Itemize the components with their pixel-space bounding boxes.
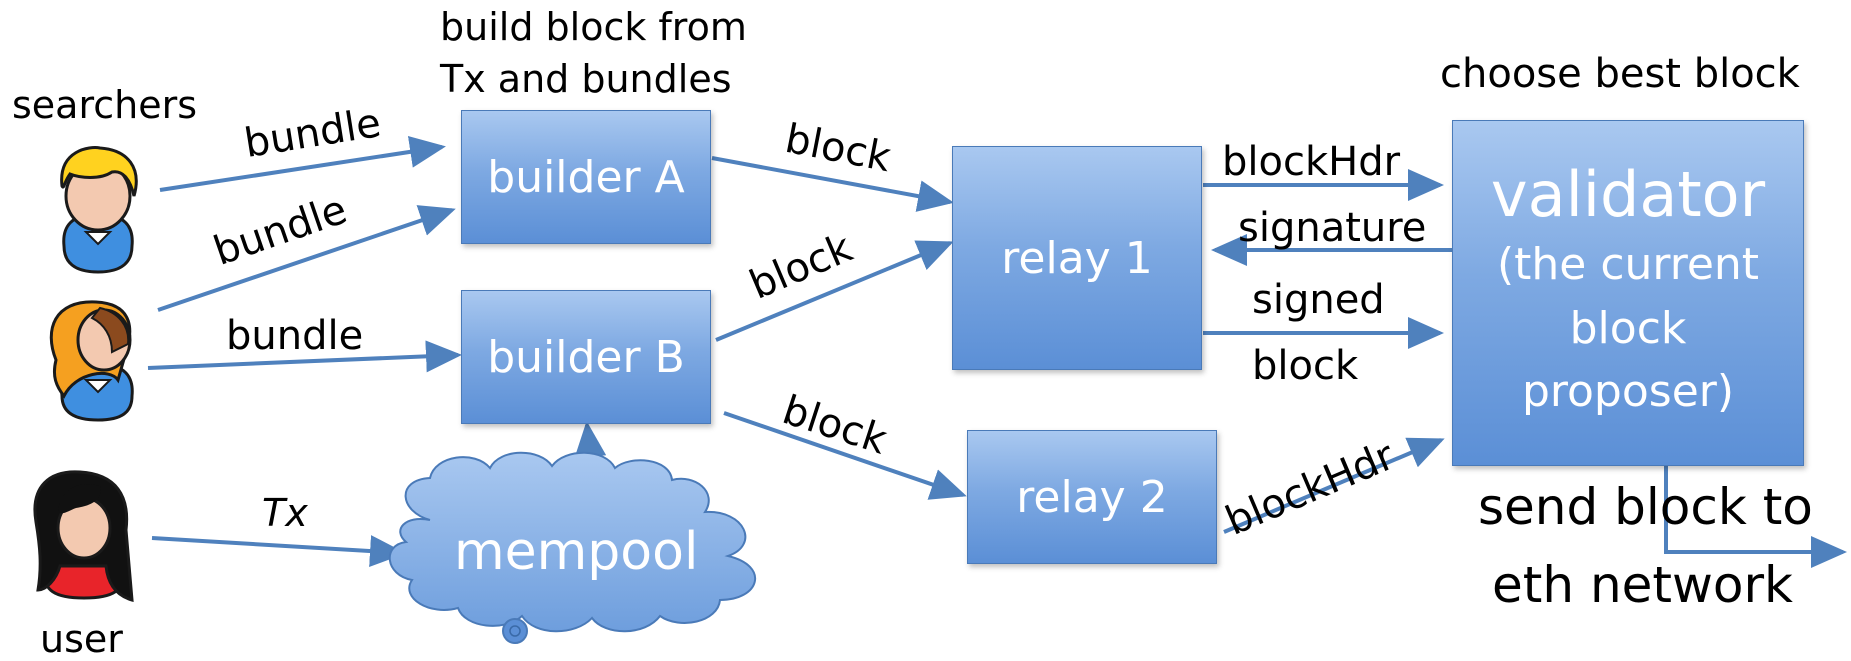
arrow-user-mempool — [151, 535, 406, 568]
edge-label-signed: signed — [1252, 277, 1385, 323]
arrow-searcher2-builderB — [147, 340, 462, 373]
mempool-cloud — [388, 451, 757, 644]
edge-label-blockhdr-1: blockHdr — [1222, 139, 1401, 185]
relay-1-box[interactable]: relay 1 — [952, 146, 1202, 370]
relay-2-box[interactable]: relay 2 — [967, 430, 1217, 564]
edge-label-bundle-3: bundle — [226, 313, 364, 359]
user-icon — [33, 470, 134, 603]
validator-box[interactable]: validator (the current block proposer) — [1452, 120, 1804, 466]
edge-label-signature: signature — [1238, 205, 1427, 251]
arrow-validator-network — [1664, 462, 1847, 568]
relay-1-label: relay 1 — [1001, 232, 1153, 284]
builder-b-box[interactable]: builder B — [461, 290, 711, 424]
builder-a-box[interactable]: builder A — [461, 110, 711, 244]
arrow-builderA-relay1 — [711, 156, 954, 212]
arrow-relay2-validator — [1223, 437, 1445, 534]
validator-sub-1: (the current — [1496, 238, 1760, 290]
searchers-label: searchers — [12, 83, 198, 127]
build-title-line2: Tx and bundles — [440, 57, 732, 101]
arrow-searcher1-builderA — [159, 136, 446, 192]
searcher-1-icon — [60, 146, 138, 274]
validator-sub-3: proposer) — [1521, 366, 1735, 418]
build-title-line1: build block from — [440, 5, 747, 49]
validator-sub-2: block — [1569, 302, 1687, 354]
validator-title: validator — [1490, 157, 1766, 231]
arrow-builderB-relay2 — [723, 411, 967, 500]
user-label: user — [40, 617, 123, 661]
builder-a-label: builder A — [487, 151, 685, 203]
edge-label-signed-block: block — [1252, 343, 1359, 389]
relay-2-label: relay 2 — [1016, 471, 1168, 523]
choose-title: choose best block — [1440, 51, 1800, 97]
send-label-line1: send block to — [1478, 478, 1813, 536]
send-label-line2: eth network — [1492, 556, 1794, 614]
arrow-searcher2-builderA — [157, 205, 456, 312]
searcher-2-icon — [49, 300, 134, 422]
edge-label-tx: Tx — [262, 491, 308, 535]
builder-b-label: builder B — [487, 331, 685, 383]
mempool-label: mempool — [454, 522, 699, 582]
arrow-builderB-relay1 — [715, 240, 954, 342]
